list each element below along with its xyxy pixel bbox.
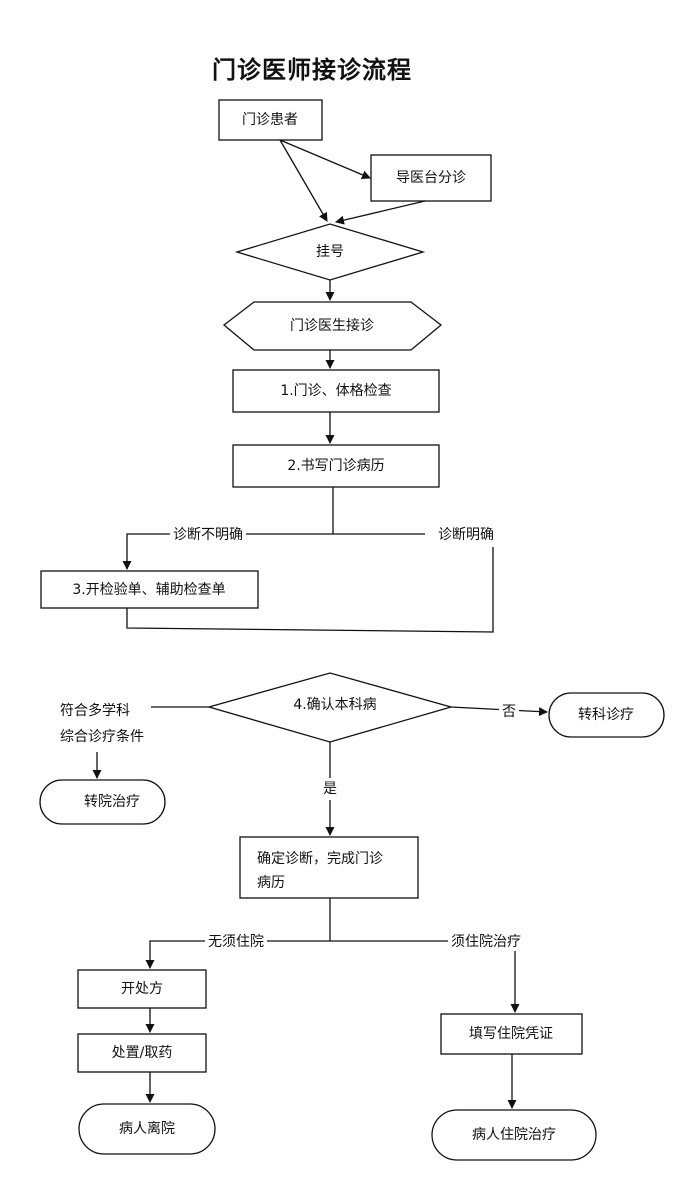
edge-label-no-admission: 无须住院 (205, 933, 267, 951)
doctor-label: 门诊医生接诊 (290, 318, 374, 334)
transfer-hosp-label: 转院治疗 (84, 794, 140, 810)
step1-box (232, 369, 440, 413)
register-label: 挂号 (316, 244, 344, 260)
dispense-box (77, 1033, 207, 1073)
transfer-dept-label: 转科诊疗 (578, 707, 634, 723)
edge-label-unclear: 诊断不明确 (170, 526, 246, 544)
step3-box (40, 570, 259, 609)
patient-to-register (279, 139, 328, 222)
step2-box (232, 444, 440, 488)
guide-label: 导医台分诊 (396, 170, 466, 186)
step2-label: 2.书写门诊病历 (287, 458, 385, 474)
transfer-hosp-box (39, 779, 166, 825)
inpatient-box (431, 1109, 597, 1161)
prescribe-box (77, 969, 207, 1009)
dispense-label: 处置/取药 (111, 1045, 173, 1061)
clear-return (126, 547, 494, 633)
confirm-label-line1: 确定诊断，完成门诊 (257, 851, 383, 867)
inpatient-label: 病人住院治疗 (472, 1127, 556, 1143)
discharge-label: 病人离院 (119, 1121, 175, 1137)
page-title: 门诊医师接诊流程 (212, 55, 412, 84)
step3-label: 3.开检验单、辅助检查单 (72, 582, 226, 598)
edge-label-yes: 是 (323, 781, 337, 797)
need-admission-branch (330, 940, 520, 1013)
guide-to-register (335, 200, 426, 225)
doctor-hexagon (222, 301, 443, 351)
confirm-box (239, 836, 419, 899)
step1-label: 1.门诊、体格检查 (280, 383, 392, 399)
guide-box (370, 154, 492, 202)
edge-label-multi-line2: 综合诊疗条件 (60, 729, 144, 745)
edge-label-no: 否 (499, 703, 519, 721)
confirm-label-line2: 病历 (257, 875, 285, 891)
patient-box (218, 99, 323, 141)
register-diamond (234, 223, 426, 281)
no-admission-branch (145, 940, 330, 969)
admission-cert-label: 填写住院凭证 (469, 1026, 553, 1042)
edge-label-multi-line1: 符合多学科 (60, 703, 130, 719)
step4-label: 4.确认本科病 (293, 697, 377, 713)
edge-label-clear: 诊断明确 (435, 526, 497, 544)
patient-to-guide (279, 139, 371, 180)
patient-label: 门诊患者 (242, 112, 298, 128)
prescribe-label: 开处方 (121, 981, 163, 997)
transfer-dept-box (548, 692, 665, 738)
discharge-box (78, 1103, 216, 1155)
edge-label-need-admission: 须住院治疗 (448, 933, 524, 951)
unclear-branch (122, 533, 333, 570)
